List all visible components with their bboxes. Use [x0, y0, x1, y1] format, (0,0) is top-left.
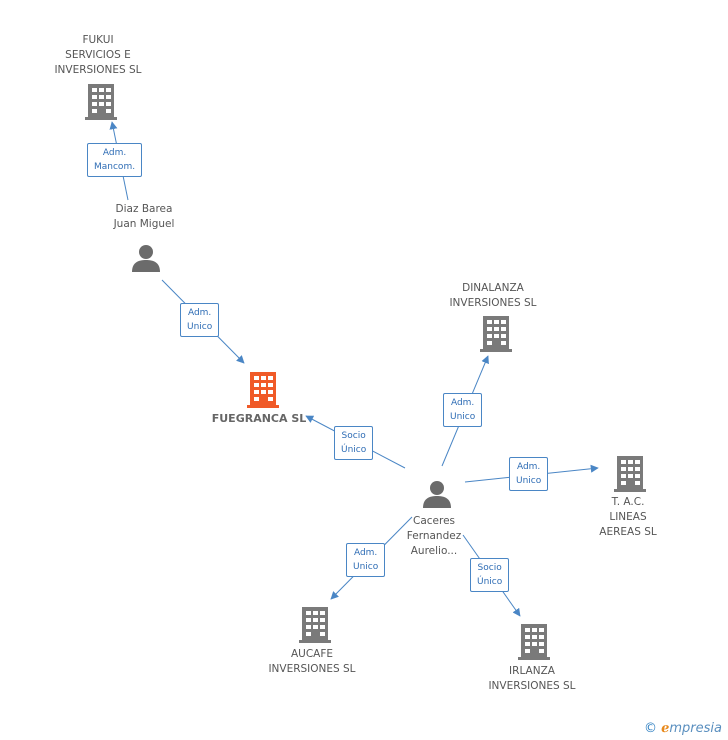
node-label-tac[interactable]: T. A.C. LINEAS AEREAS SL — [599, 496, 657, 538]
building-icon[interactable] — [84, 84, 118, 120]
building-icon-main[interactable] — [247, 372, 279, 408]
edge-label-caceres-dinalanza[interactable]: Adm.Unico — [443, 393, 483, 427]
building-icon[interactable] — [613, 456, 647, 492]
node-label-caceres[interactable]: Caceres Fernandez Aurelio... — [406, 515, 462, 557]
node-label-irlanza[interactable]: IRLANZA INVERSIONES SL — [488, 665, 576, 692]
building-icon[interactable] — [298, 607, 332, 643]
edge-label-diaz-fukui[interactable]: Adm.Mancom. — [87, 143, 143, 177]
edge-label-caceres-aucafe[interactable]: Adm.Unico — [346, 543, 386, 577]
node-label-fukui[interactable]: FUKUI SERVICIOS E INVERSIONES SL — [54, 34, 142, 76]
person-icon[interactable] — [131, 243, 161, 273]
building-icon[interactable] — [479, 316, 513, 352]
node-label-dinalanza[interactable]: DINALANZA INVERSIONES SL — [449, 282, 537, 309]
person-icon[interactable] — [422, 479, 452, 509]
node-label-diaz[interactable]: Diaz Barea Juan Miguel — [113, 203, 175, 230]
building-icon[interactable] — [517, 624, 551, 660]
empresia-logo: © ℯmpresia — [643, 721, 722, 736]
node-label-aucafe[interactable]: AUCAFE INVERSIONES SL — [268, 648, 356, 675]
edge-label-diaz-fuegranca[interactable]: Adm.Unico — [180, 303, 220, 337]
copyright-icon: © — [643, 721, 657, 736]
edge-label-caceres-tac[interactable]: Adm.Unico — [509, 457, 549, 491]
node-label-fuegranca[interactable]: FUEGRANCA SL — [211, 412, 307, 425]
